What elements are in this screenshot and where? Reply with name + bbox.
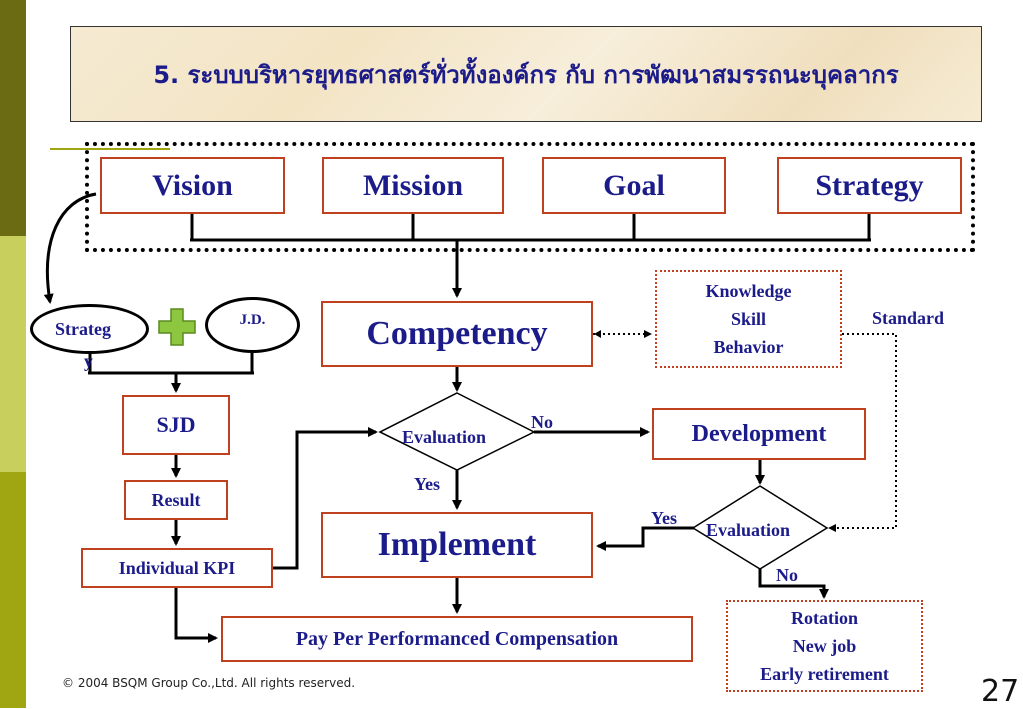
vision-box: Vision	[100, 157, 285, 214]
strategy-oval-overflow-text: y	[84, 351, 93, 371]
sjd-label: SJD	[156, 412, 196, 437]
page-title: 5. ระบบบริหารยุทธศาสตร์ทั่วทั้งองค์กร กั…	[153, 60, 899, 89]
no-label-1: No	[531, 412, 553, 432]
skill-label: Skill	[730, 309, 767, 329]
page-number: 27	[981, 674, 1020, 709]
kpi-label: Individual KPI	[118, 557, 236, 578]
standard-label: Standard	[872, 308, 945, 328]
strategy-oval: Strateg	[30, 304, 149, 354]
yes-label-2: Yes	[651, 508, 677, 528]
development-label: Development	[691, 420, 827, 447]
strategy-oval-label: Strateg	[55, 318, 111, 339]
development-box: Development	[652, 408, 866, 460]
goal-box: Goal	[542, 157, 726, 214]
strategy-label: Strategy	[815, 168, 924, 202]
sidebar-band-top	[0, 0, 26, 236]
evaluation-diamond-2	[691, 485, 829, 570]
implement-label: Implement	[377, 526, 537, 563]
accent-line	[50, 148, 170, 150]
sidebar-band-bottom	[0, 472, 26, 708]
jd-oval-label: J.D.	[239, 312, 266, 328]
competency-label: Competency	[366, 315, 548, 352]
result-box: Result	[124, 480, 228, 520]
individual-kpi-box: Individual KPI	[81, 548, 273, 588]
goal-label: Goal	[603, 168, 665, 202]
copyright-footer: © 2004 BSQM Group Co.,Ltd. All rights re…	[62, 676, 356, 690]
competency-box: Competency	[321, 301, 593, 367]
evaluation-label-2: Evaluation	[706, 520, 791, 540]
evaluation-label-1: Evaluation	[402, 427, 487, 447]
behavior-label: Behavior	[713, 337, 784, 357]
rotation-label: Rotation	[791, 608, 858, 628]
sjd-box: SJD	[122, 395, 230, 455]
vision-label: Vision	[152, 168, 233, 202]
evaluation-diamond-1	[378, 392, 536, 471]
result-label: Result	[151, 489, 201, 510]
new-job-label: New job	[792, 636, 857, 656]
yes-label-1: Yes	[414, 474, 440, 494]
jd-oval: J.D.	[205, 297, 300, 353]
no-label-2: No	[776, 565, 798, 585]
strategy-box: Strategy	[777, 157, 962, 214]
title-banner: 5. ระบบบริหารยุทธศาสตร์ทั่วทั้งองค์กร กั…	[70, 26, 982, 122]
mission-label: Mission	[362, 168, 464, 202]
knowledge-label: Knowledge	[705, 281, 792, 301]
plus-icon	[158, 308, 196, 346]
pay-label: Pay Per Performanced Compensation	[295, 627, 619, 650]
knowledge-skill-behavior-box: Knowledge Skill Behavior	[655, 270, 842, 368]
early-retirement-label: Early retirement	[760, 664, 889, 684]
implement-box: Implement	[321, 512, 593, 578]
mission-box: Mission	[322, 157, 504, 214]
outcomes-box: Rotation New job Early retirement	[726, 600, 923, 692]
pay-per-performance-box: Pay Per Performanced Compensation	[221, 616, 693, 662]
sidebar-band-middle	[0, 236, 26, 472]
